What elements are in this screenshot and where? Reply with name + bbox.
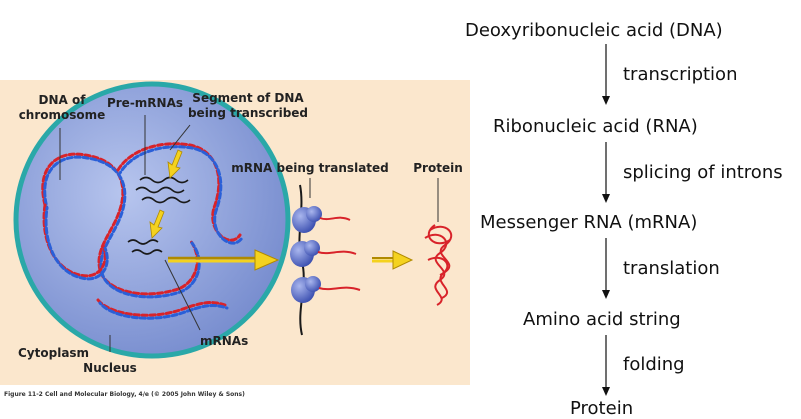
label-being-transcribed: being transcribed bbox=[188, 106, 308, 120]
step-dna: Deoxyribonucleic acid (DNA) bbox=[465, 20, 723, 41]
export-arrow-icon bbox=[168, 249, 280, 271]
label-segment-of-dna: Segment of DNA bbox=[192, 91, 304, 105]
chromosome-dna bbox=[41, 142, 244, 320]
small-yellow-arrow-icon bbox=[149, 149, 183, 239]
step-mrna: Messenger RNA (mRNA) bbox=[480, 212, 698, 233]
process-folding: folding bbox=[623, 354, 685, 375]
figure-caption: Figure 11-2 Cell and Molecular Biology, … bbox=[4, 391, 245, 398]
label-mrnas: mRNAs bbox=[200, 334, 248, 348]
down-arrow-icon bbox=[602, 335, 610, 396]
down-arrow-icon bbox=[602, 142, 610, 203]
step-rna: Ribonucleic acid (RNA) bbox=[493, 116, 698, 137]
label-dna-of-chromosome-2: chromosome bbox=[19, 108, 106, 122]
step-protein: Protein bbox=[570, 398, 634, 419]
label-dna-of-chromosome: DNA of bbox=[39, 93, 87, 107]
mrna-strands bbox=[127, 239, 163, 255]
label-nucleus: Nucleus bbox=[83, 361, 137, 375]
ribosomes-on-mrna bbox=[290, 184, 361, 336]
down-arrow-icon bbox=[602, 44, 610, 105]
down-arrow-icon bbox=[602, 238, 610, 299]
protein-arrow-icon bbox=[372, 250, 414, 270]
process-transcription: transcription bbox=[623, 64, 738, 85]
process-translation: translation bbox=[623, 258, 720, 279]
pre-mrna-strands bbox=[135, 176, 191, 204]
label-leaders bbox=[59, 115, 439, 352]
label-cytoplasm: Cytoplasm bbox=[18, 346, 89, 360]
protein-coil-icon bbox=[424, 224, 453, 306]
cell-diagram: DNA of chromosome Pre-mRNAs Segment of D… bbox=[0, 80, 470, 398]
label-pre-mrnas: Pre-mRNAs bbox=[107, 96, 183, 110]
label-protein: Protein bbox=[413, 161, 463, 175]
label-mrna-being-translated: mRNA being translated bbox=[231, 161, 389, 175]
process-splicing: splicing of introns bbox=[623, 162, 783, 183]
nucleus-membrane bbox=[13, 81, 291, 359]
step-amino-acid-string: Amino acid string bbox=[523, 309, 681, 330]
